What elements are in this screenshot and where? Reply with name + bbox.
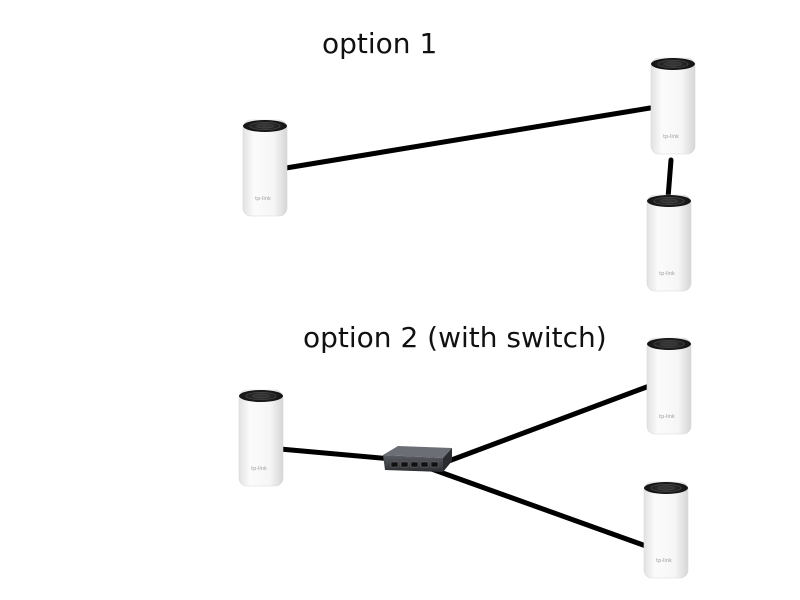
cable-a-to-b <box>283 105 653 171</box>
mesh-unit-6-icon <box>643 481 689 579</box>
cable-unit-to-switch <box>277 446 395 462</box>
mesh-unit-3-icon <box>646 194 692 292</box>
cable-switch-to-unit-bottom <box>423 464 649 549</box>
mesh-unit-1-icon <box>242 119 288 217</box>
option-2-title: option 2 (with switch) <box>303 321 607 354</box>
mesh-unit-2-icon <box>650 57 696 155</box>
cable-switch-to-unit-top <box>435 382 655 468</box>
mesh-unit-4-icon <box>238 389 284 487</box>
network-switch-icon <box>383 446 452 472</box>
cable-b-to-c <box>665 157 674 201</box>
option-1-title: option 1 <box>322 27 438 60</box>
mesh-unit-5-icon <box>646 337 692 435</box>
